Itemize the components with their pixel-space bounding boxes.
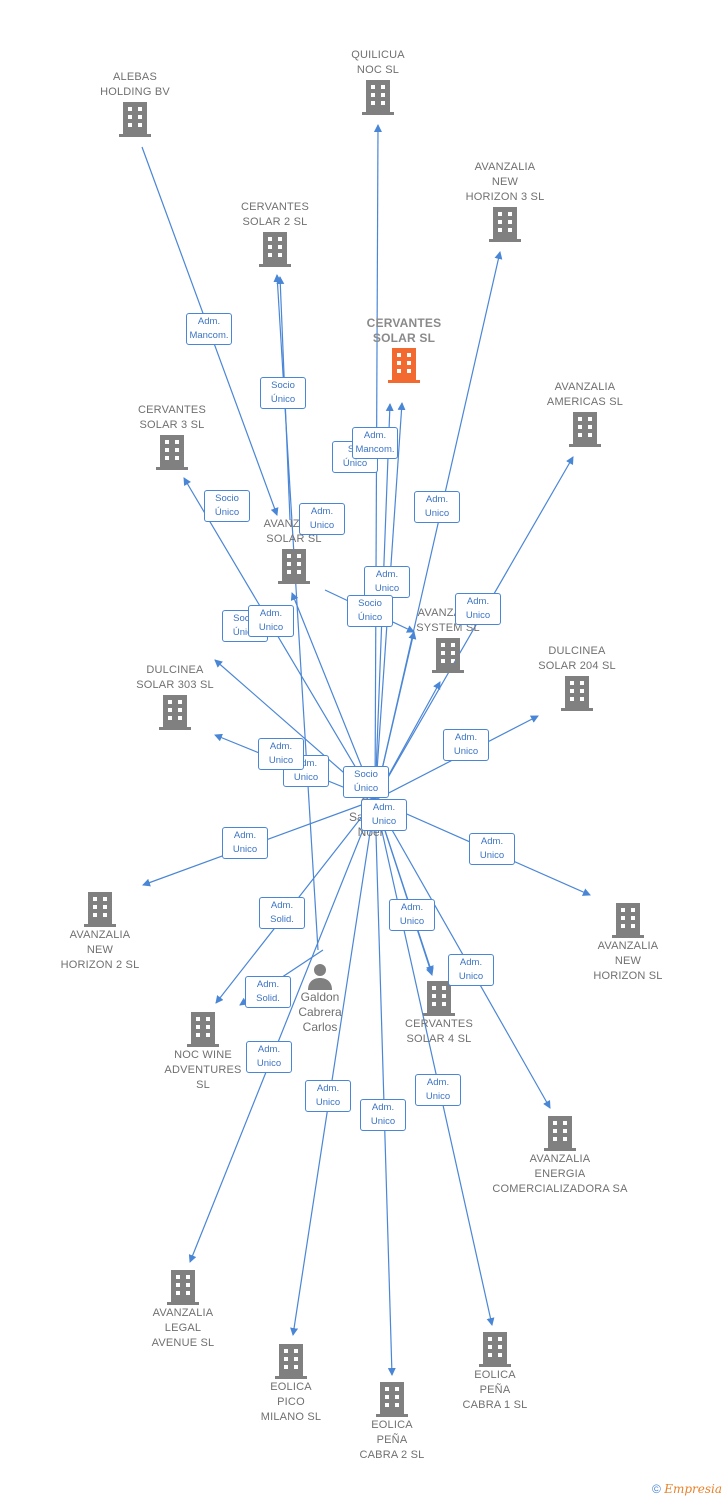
relation-label[interactable]: Adm. Mancom. — [352, 427, 398, 459]
company-node[interactable]: CERVANTES SOLAR 4 SL — [364, 979, 514, 1047]
company-node[interactable]: EOLICA PICO MILANO SL — [216, 1342, 366, 1425]
company-name: CERVANTES SOLAR 4 SL — [404, 1018, 474, 1045]
relation-label[interactable]: Adm. Unico — [248, 605, 294, 637]
building-icon — [259, 232, 291, 267]
copyright-symbol: © — [652, 1482, 661, 1496]
relation-label[interactable]: Adm. Unico — [455, 593, 501, 625]
relation-label[interactable]: Socio Único — [260, 377, 306, 409]
company-name: CERVANTES SOLAR 3 SL — [137, 404, 207, 431]
company-node[interactable]: EOLICA PEÑA CABRA 2 SL — [317, 1380, 467, 1463]
company-name: ALEBAS HOLDING BV — [100, 71, 170, 98]
company-node[interactable]: EOLICA PEÑA CABRA 1 SL — [420, 1330, 570, 1413]
relation-edge — [374, 799, 495, 1326]
company-name: EOLICA PEÑA CABRA 2 SL — [359, 1419, 425, 1461]
company-name: DULCINEA SOLAR 204 SL — [538, 645, 616, 672]
building-icon — [376, 1382, 408, 1417]
company-node[interactable]: DULCINEA SOLAR 204 SL — [502, 644, 652, 712]
building-icon — [561, 676, 593, 711]
relation-label[interactable]: Adm. Unico — [222, 827, 268, 859]
brand-logo: Empresia — [664, 1482, 722, 1496]
relation-label[interactable]: Adm. Unico — [361, 799, 407, 831]
relation-label[interactable]: Adm. Unico — [364, 566, 410, 598]
company-node[interactable]: ALEBAS HOLDING BV — [60, 70, 210, 138]
company-name: AVANZALIA NEW HORIZON 3 SL — [465, 161, 545, 203]
footer: © Empresia — [652, 1482, 722, 1496]
building-icon — [479, 1332, 511, 1367]
relation-edge — [374, 456, 574, 801]
building-icon — [278, 549, 310, 584]
relation-edge — [183, 477, 376, 801]
building-icon — [612, 903, 644, 938]
company-name: CERVANTES SOLAR 2 SL — [240, 201, 310, 228]
building-icon — [489, 207, 521, 242]
company-name: DULCINEA SOLAR 303 SL — [136, 664, 214, 691]
company-name: AVANZALIA LEGAL AVENUE SL — [151, 1307, 215, 1349]
company-node[interactable]: AVANZALIA LEGAL AVENUE SL — [108, 1268, 258, 1351]
building-icon — [423, 981, 455, 1016]
building-icon — [119, 102, 151, 137]
relation-label[interactable]: Adm. Solid. — [245, 976, 291, 1008]
building-icon — [84, 892, 116, 927]
company-name: EOLICA PICO MILANO SL — [260, 1381, 322, 1423]
company-node-main[interactable]: CERVANTES SOLAR SL — [329, 316, 479, 384]
relation-label[interactable]: Adm. Unico — [389, 899, 435, 931]
relation-label[interactable]: Adm. Unico — [414, 491, 460, 523]
company-name: AVANZALIA AMERICAS SL — [546, 381, 624, 408]
relation-label[interactable]: Adm. Unico — [360, 1099, 406, 1131]
building-icon — [156, 435, 188, 470]
company-node[interactable]: DULCINEA SOLAR 303 SL — [100, 663, 250, 731]
relation-edge — [188, 799, 376, 1263]
company-node[interactable]: AVANZALIA SOLAR SL — [219, 517, 369, 585]
relation-label[interactable]: Adm. Mancom. — [186, 313, 232, 345]
relation-label[interactable]: Socio Único — [204, 490, 250, 522]
relation-label[interactable]: Adm. Unico — [299, 503, 345, 535]
relation-label[interactable]: Socio Único — [347, 595, 393, 627]
relation-label[interactable]: Adm. Unico — [246, 1041, 292, 1073]
company-node[interactable]: AVANZALIA AMERICAS SL — [510, 380, 660, 448]
building-icon — [388, 348, 420, 383]
relation-label[interactable]: Adm. Unico — [305, 1080, 351, 1112]
relation-label[interactable]: Socio Único — [343, 766, 389, 798]
company-name: CERVANTES SOLAR SL — [366, 316, 442, 345]
building-icon — [159, 695, 191, 730]
company-node[interactable]: NOC WINE ADVENTURES SL — [128, 1010, 278, 1093]
company-name: EOLICA PEÑA CABRA 1 SL — [462, 1369, 528, 1411]
building-icon — [275, 1344, 307, 1379]
company-name: AVANZALIA NEW HORIZON 2 SL — [60, 929, 140, 971]
company-node[interactable]: AVANZALIA NEW HORIZON 2 SL — [25, 890, 175, 973]
building-icon — [362, 80, 394, 115]
company-name: QUILICUA NOC SL — [351, 49, 405, 76]
relation-label[interactable]: Adm. Unico — [258, 738, 304, 770]
person-icon — [308, 964, 332, 990]
company-node[interactable]: AVANZALIA ENERGIA COMERCIALIZADORA SA — [485, 1114, 635, 1197]
company-node[interactable]: AVANZALIA NEW HORIZON 3 SL — [430, 160, 580, 243]
company-name: AVANZALIA ENERGIA COMERCIALIZADORA SA — [492, 1153, 628, 1195]
company-node[interactable]: CERVANTES SOLAR 3 SL — [97, 403, 247, 471]
relation-label[interactable]: Adm. Solid. — [259, 897, 305, 929]
building-icon — [544, 1116, 576, 1151]
building-icon — [569, 412, 601, 447]
relation-label[interactable]: Adm. Unico — [415, 1074, 461, 1106]
company-name: AVANZALIA NEW HORIZON SL — [593, 940, 663, 982]
relation-edge — [290, 799, 376, 1336]
company-node[interactable]: QUILICUA NOC SL — [303, 48, 453, 116]
building-icon — [167, 1270, 199, 1305]
building-icon — [187, 1012, 219, 1047]
person-name: Galdon Cabrera Carlos — [298, 990, 342, 1034]
person-node[interactable]: Galdon Cabrera Carlos — [280, 962, 360, 1035]
company-node[interactable]: AVANZALIA NEW HORIZON SL — [553, 901, 703, 984]
company-node[interactable]: CERVANTES SOLAR 2 SL — [200, 200, 350, 268]
relation-edge — [374, 799, 396, 1376]
relation-label[interactable]: Adm. Unico — [469, 833, 515, 865]
relation-label[interactable]: Adm. Unico — [443, 729, 489, 761]
relation-edge — [290, 592, 376, 801]
building-icon — [432, 638, 464, 673]
company-name: NOC WINE ADVENTURES SL — [164, 1049, 242, 1091]
relation-label[interactable]: Adm. Unico — [448, 954, 494, 986]
